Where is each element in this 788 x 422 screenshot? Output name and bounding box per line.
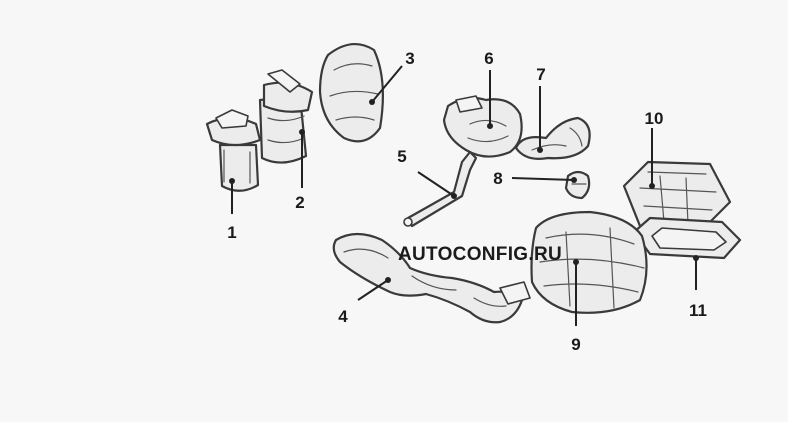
callout-4: 4: [338, 307, 348, 326]
part-3-duct: [318, 43, 384, 143]
part-1-canister: [205, 109, 262, 192]
callout-2: 2: [295, 193, 304, 212]
callout-3: 3: [405, 49, 414, 68]
part-4-hose: [332, 232, 531, 324]
watermark-text: AUTOCONFIG.RU: [398, 244, 562, 265]
part-11-panel: [632, 216, 742, 260]
part-2-cylinder: [258, 69, 314, 164]
part-5-rod: [403, 150, 478, 228]
leader-lines: [229, 65, 699, 326]
callout-1: 1: [227, 223, 236, 242]
part-10-box: [622, 160, 732, 230]
callout-8: 8: [493, 169, 502, 188]
callout-10: 10: [645, 109, 664, 128]
callout-9: 9: [571, 335, 580, 354]
callout-6: 6: [484, 49, 493, 68]
callout-11: 11: [689, 301, 707, 320]
callout-5: 5: [397, 147, 406, 166]
part-6-blower: [442, 95, 523, 158]
part-9-housing: [530, 210, 648, 314]
part-7-hose: [514, 116, 591, 160]
callout-7: 7: [536, 65, 545, 84]
part-8-plug: [564, 170, 591, 200]
